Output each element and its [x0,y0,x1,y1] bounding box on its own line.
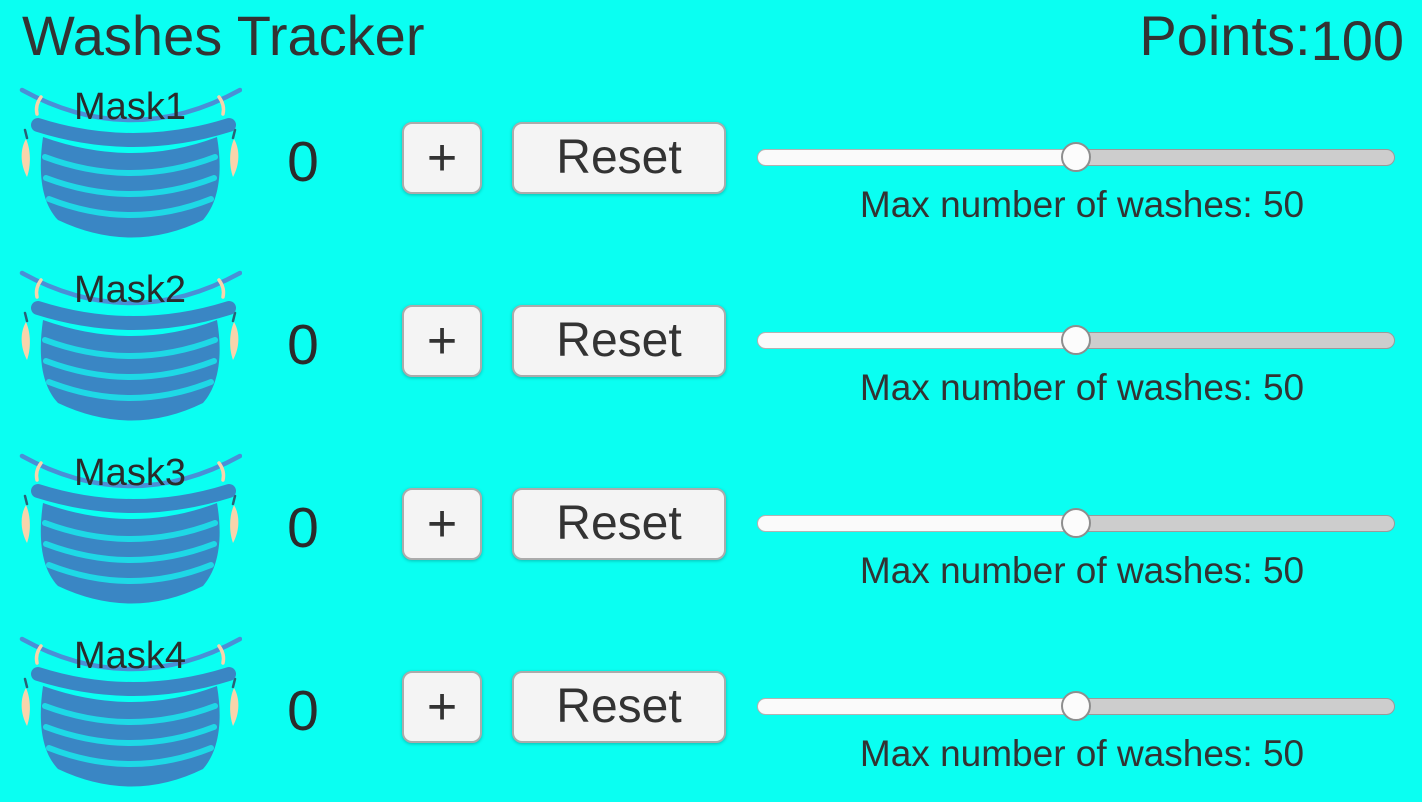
mask-pleat-line [42,154,218,176]
mask-string-speck-right [231,128,237,140]
mask-string-speck-right [231,494,237,506]
mask-name-label: Mask1 [74,86,186,128]
mask-row: Mask4 0 + Reset Max number of washes: 50 [0,619,1422,802]
mask-name-label: Mask3 [74,452,186,494]
mask-icon [18,267,242,423]
mask-pleat-line [46,196,214,218]
mask-name-label: Mask2 [74,269,186,311]
mask-string-speck-left [23,311,29,323]
mask-row: Mask2 0 + Reset Max number of washes: 50 [0,253,1422,436]
slider-thumb[interactable] [1061,142,1091,172]
mask-hem-band [31,118,236,147]
mask-hem-band [31,484,236,513]
reset-button[interactable]: Reset [512,305,726,377]
mask-string-speck-right [231,311,237,323]
wash-count-value: 0 [287,130,319,194]
slider-thumb[interactable] [1061,691,1091,721]
mask-string-speck-left [23,677,29,689]
mask-pleat-line [42,520,218,542]
wash-slider[interactable] [757,141,1395,173]
ear-loop-left-icon [34,95,43,116]
max-washes-label: Max number of washes: 50 [859,550,1305,591]
wash-slider[interactable] [757,690,1395,722]
ear-piece-right-icon [230,322,239,360]
mask-pleat-line [43,724,217,746]
mask-pleat-line [42,337,218,359]
mask-row: Mask1 0 + Reset Max number of washes: 50 [0,70,1422,253]
mask-rim-arc [19,636,242,672]
ear-piece-right-icon [230,139,239,177]
points-label: Points: [1139,4,1311,67]
points-display: Points:100 [1139,2,1404,72]
points-value: 100 [1310,9,1404,72]
slider-fill [757,515,1076,532]
mask-rim-arc [19,453,242,489]
mask-string-speck-left [23,128,29,140]
slider-fill [757,149,1076,166]
wash-count-value: 0 [287,313,319,377]
ear-loop-right-icon [217,278,226,299]
wash-slider[interactable] [757,324,1395,356]
mask-row: Mask3 0 + Reset Max number of washes: 50 [0,436,1422,619]
reset-button[interactable]: Reset [512,122,726,194]
ear-piece-right-icon [230,688,239,726]
mask-pleat-line [46,562,214,584]
mask-string-speck-right [231,677,237,689]
mask-name-label: Mask4 [74,635,186,677]
slider-thumb[interactable] [1061,508,1091,538]
increment-wash-button[interactable]: + [402,122,482,194]
ear-piece-left-icon [21,688,30,726]
slider-fill [757,332,1076,349]
page-title: Washes Tracker [22,4,425,67]
wash-slider[interactable] [757,507,1395,539]
ear-loop-left-icon [34,278,43,299]
mask-rim-arc [19,270,242,306]
mask-string-speck-left [23,494,29,506]
mask-pleat-line [42,703,218,725]
mask-pleat-line [43,358,217,380]
mask-pleat-line [46,379,214,401]
max-washes-label: Max number of washes: 50 [859,184,1305,225]
ear-loop-right-icon [217,461,226,482]
increment-wash-button[interactable]: + [402,305,482,377]
reset-button[interactable]: Reset [512,671,726,743]
mask-hem-band [31,301,236,330]
increment-wash-button[interactable]: + [402,671,482,743]
ear-loop-right-icon [217,95,226,116]
wash-count-value: 0 [287,496,319,560]
ear-piece-left-icon [21,505,30,543]
mask-icon [18,633,242,789]
ear-loop-left-icon [34,644,43,665]
mask-icon [18,84,242,240]
ear-piece-right-icon [230,505,239,543]
mask-pleat-line [46,745,214,767]
ear-piece-left-icon [21,322,30,360]
mask-pleat-line [43,175,217,197]
mask-pleat-line [43,541,217,563]
max-washes-label: Max number of washes: 50 [859,733,1305,774]
mask-icon [18,450,242,606]
increment-wash-button[interactable]: + [402,488,482,560]
reset-button[interactable]: Reset [512,488,726,560]
wash-count-value: 0 [287,679,319,743]
mask-hem-band [31,667,236,696]
max-washes-label: Max number of washes: 50 [859,367,1305,408]
ear-loop-right-icon [217,644,226,665]
slider-thumb[interactable] [1061,325,1091,355]
ear-piece-left-icon [21,139,30,177]
mask-rim-arc [19,87,242,123]
ear-loop-left-icon [34,461,43,482]
slider-fill [757,698,1076,715]
